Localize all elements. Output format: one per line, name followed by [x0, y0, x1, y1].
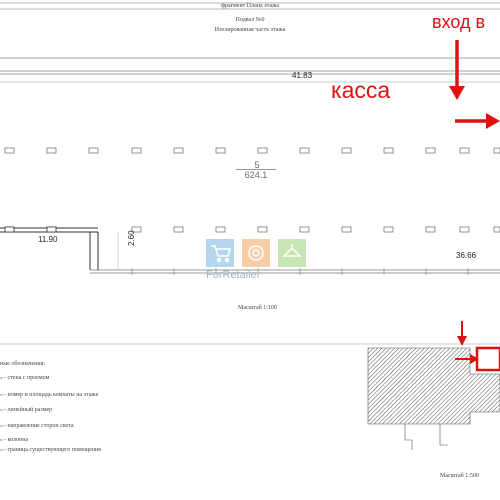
location-arrow-down: [457, 321, 467, 346]
location-arrow-right: [455, 354, 479, 364]
column: [131, 226, 142, 233]
legend-item: - линейный размер: [4, 407, 53, 413]
legend-title: ные обозначения:: [0, 361, 45, 367]
legend-symbols: [0, 377, 3, 451]
cart-icon: [211, 245, 231, 257]
bottom-wall: [90, 269, 500, 274]
entrance-label: вход в: [432, 12, 486, 32]
column: [383, 147, 394, 154]
column: [341, 226, 352, 233]
scale-main: Масштаб 1:100: [238, 305, 277, 311]
entrance-arrow: [449, 40, 465, 100]
right-segment-dimension: 36.66: [456, 251, 477, 260]
kassa-arrow: [455, 113, 500, 129]
watermark-text: ForRetailer: [206, 269, 261, 281]
hanger-icon: [282, 244, 302, 257]
column: [299, 226, 310, 233]
watermark-logo: [206, 239, 306, 267]
column: [425, 226, 436, 233]
column: [493, 226, 500, 233]
column: [88, 147, 99, 154]
kassa-label: касса: [331, 77, 391, 103]
column: [131, 147, 142, 154]
column: [4, 147, 15, 154]
column: [46, 147, 57, 154]
column: [383, 226, 394, 233]
total-length-dimension: 41.83: [292, 71, 313, 80]
podval-label: Подвал №0: [235, 17, 265, 23]
column-row-1: [4, 147, 500, 154]
legend-item: - направление сторон света: [4, 423, 74, 429]
legend-item: - номер и площадь комнаты на этаже: [4, 392, 99, 398]
bottom-wall-ticks: [131, 268, 469, 275]
room-area: 624.1: [236, 169, 276, 180]
isolated-part-label: Изолированная часть этажа: [214, 27, 286, 33]
legend-item: - граница существующего помещения: [4, 447, 101, 453]
fragment-title: фрагмент Плана этажа: [221, 3, 279, 9]
column: [459, 147, 470, 154]
column: [257, 147, 268, 154]
location-highlight: [475, 346, 500, 372]
top-wall: [0, 57, 500, 75]
left-wall-rects: [4, 226, 57, 233]
plate-icon: [248, 245, 264, 261]
column: [257, 226, 268, 233]
column: [459, 226, 470, 233]
height-dimension: 2.60: [127, 230, 136, 246]
left-segment-dimension: 11.90: [38, 235, 58, 244]
column: [341, 147, 352, 154]
column: [493, 147, 500, 154]
header-frame: [0, 2, 500, 10]
column: [299, 147, 310, 154]
column: [173, 226, 184, 233]
column: [215, 226, 226, 233]
scale-location: Масштаб 1:500: [440, 473, 479, 479]
column: [425, 147, 436, 154]
legend-item: - стена с проемом: [4, 375, 50, 381]
location-plan: [367, 346, 500, 450]
legend-item: - колонна: [4, 437, 29, 443]
column: [173, 147, 184, 154]
room-number: 5: [254, 160, 260, 170]
column: [215, 147, 226, 154]
